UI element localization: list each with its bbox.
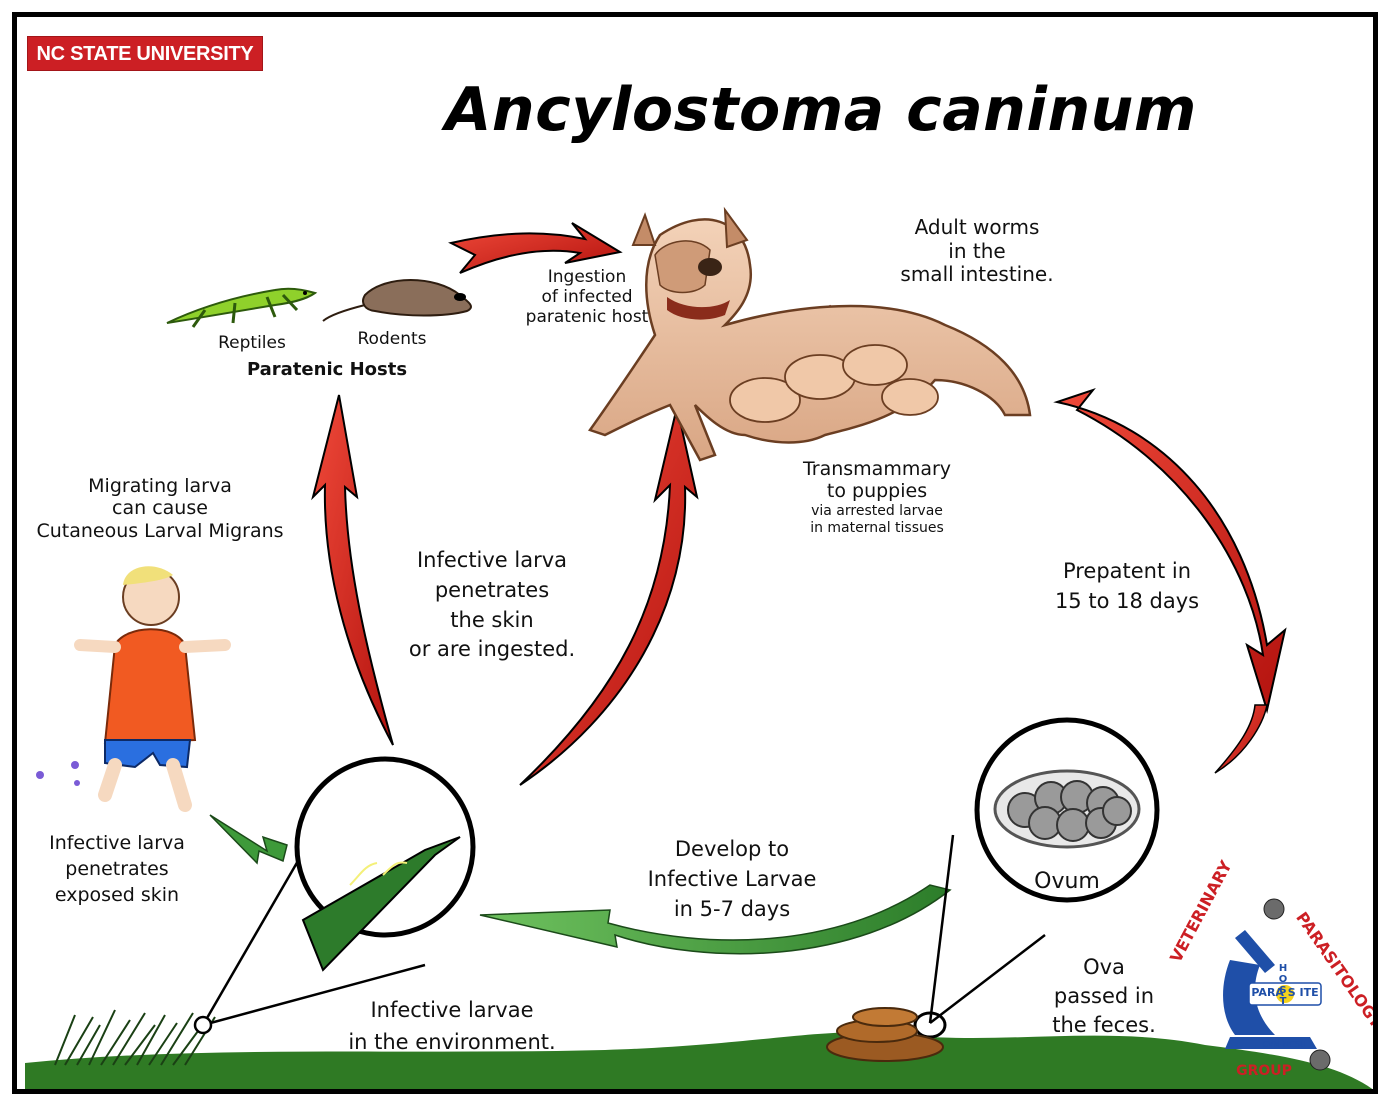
rodent-illustration <box>322 279 472 322</box>
label-paratenic-hosts: Paratenic Hosts <box>246 359 408 380</box>
prepatent-line-2: 15 to 18 days <box>1054 588 1200 613</box>
lizard-illustration <box>166 287 318 328</box>
develop-line-3: in 5-7 days <box>673 896 791 921</box>
migrating-line-2: can cause <box>112 497 208 520</box>
penetrates-ingested-line-4: or are ingested. <box>408 637 576 662</box>
label-penetrates-exposed: Infective larva penetrates exposed skin <box>22 830 212 909</box>
label-develop: Develop to Infective Larvae in 5-7 days <box>622 835 842 924</box>
puppies <box>729 344 939 423</box>
label-infective-environment: Infective larvae in the environment. <box>327 995 577 1058</box>
logo-text-group: GROUP <box>1236 1063 1292 1079</box>
logo-text-parasite: PARA S ITE <box>1251 986 1319 999</box>
ground <box>25 1032 1373 1089</box>
adult-worms-line-3: small intestine. <box>900 262 1054 287</box>
logo-text-tag: CVM-NCSU <box>1262 1040 1306 1049</box>
arrow-paratenic-to-dog <box>448 222 623 274</box>
develop-line-1: Develop to <box>674 837 790 861</box>
grass-tufts <box>54 1009 216 1066</box>
arrow-adult-to-prepatent <box>1053 387 1287 714</box>
penetrates-exposed-line-2: penetrates <box>65 858 169 881</box>
label-ingestion: Ingestion of infected paratenic host <box>493 267 681 327</box>
life-cycle-diagram <box>25 206 1373 1089</box>
ova-passed-line-2: passed in <box>1053 983 1155 1008</box>
parasitology-logo <box>1223 898 1331 1071</box>
migrating-line-1: Migrating larva <box>88 475 232 497</box>
transmammary-sub-line-1: via arrested larvae <box>811 503 943 519</box>
university-badge: NC STATE UNIVERSITY <box>27 36 263 71</box>
label-migrating-larva: Migrating larva can cause Cutaneous Larv… <box>21 475 299 542</box>
label-penetrates-ingested: Infective larva penetrates the skin or a… <box>392 546 592 665</box>
ingestion-line-3: paratenic host <box>525 307 649 328</box>
ingestion-line-1: Ingestion <box>547 267 627 287</box>
label-adult-worms: Adult worms in the small intestine. <box>887 215 1067 287</box>
label-ova-passed: Ova passed in the feces. <box>1039 953 1169 1040</box>
transmammary-line-2: to puppies <box>826 480 928 503</box>
label-transmammary-sub: via arrested larvae in maternal tissues <box>787 503 967 536</box>
larvae <box>349 861 408 886</box>
penetrates-ingested-line-1: Infective larva <box>416 548 568 572</box>
label-ovum: Ovum <box>1034 869 1100 894</box>
penetrates-ingested-line-3: the skin <box>450 607 534 632</box>
larva-magnifier <box>193 756 476 1035</box>
infective-env-line-1: Infective larvae <box>370 998 534 1022</box>
transmammary-line-1: Transmammary <box>802 458 952 480</box>
adult-worms-line-2: in the <box>948 238 1006 263</box>
arrow-env-to-skin <box>209 814 288 865</box>
arrow-prepatent-to-ovum <box>1214 704 1268 774</box>
penetrates-ingested-line-2: penetrates <box>434 577 550 602</box>
arrow-ovum-to-env <box>479 884 952 955</box>
page-title: Ancylostoma caninum <box>445 75 1197 145</box>
adult-worms-line-1: Adult worms <box>914 215 1040 239</box>
arrow-env-to-paratenic <box>311 394 394 746</box>
label-reptiles: Reptiles <box>218 333 286 353</box>
logo-text-host: H O S T <box>1278 963 1288 1007</box>
develop-line-2: Infective Larvae <box>647 866 817 891</box>
ova-passed-line-3: the feces. <box>1052 1012 1156 1037</box>
diagram-frame: NC STATE UNIVERSITY Ancylostoma caninum … <box>12 12 1378 1094</box>
feces <box>826 1007 944 1062</box>
prepatent-line-1: Prepatent in <box>1062 559 1192 583</box>
child-illustration <box>36 566 231 812</box>
dog-illustration <box>587 206 1032 462</box>
arrow-env-to-dog <box>519 406 699 786</box>
penetrates-exposed-line-3: exposed skin <box>54 884 180 907</box>
label-transmammary: Transmammary to puppies <box>787 458 967 503</box>
transmammary-sub-line-2: in maternal tissues <box>810 519 944 536</box>
label-prepatent: Prepatent in 15 to 18 days <box>1037 557 1217 617</box>
label-rodents: Rodents <box>357 329 427 349</box>
flowers <box>36 761 80 786</box>
infective-env-line-2: in the environment. <box>348 1029 556 1054</box>
ovum-magnifier <box>913 717 1160 1039</box>
migrating-line-3: Cutaneous Larval Migrans <box>36 519 284 542</box>
ova-passed-line-1: Ova <box>1083 955 1125 979</box>
ingestion-line-2: of infected <box>541 287 633 308</box>
penetrates-exposed-line-1: Infective larva <box>49 832 185 854</box>
